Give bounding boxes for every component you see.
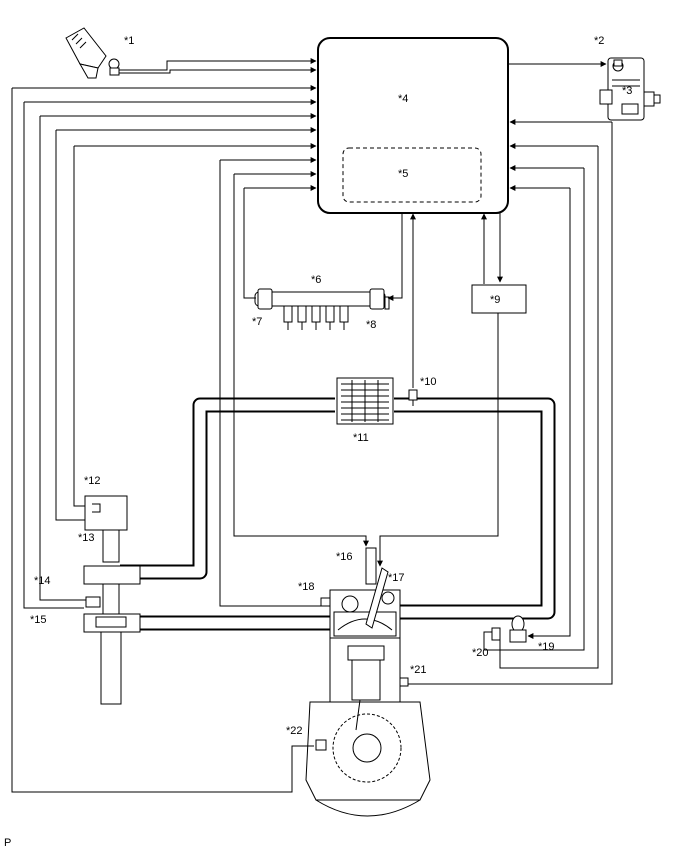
label-1: *1 — [124, 35, 134, 47]
label-8: *8 — [366, 319, 376, 331]
label-16: *16 — [336, 551, 353, 563]
module-box-9 — [471, 284, 527, 314]
accelerator-pedal-icon — [65, 27, 120, 79]
valve-19-icon — [491, 615, 527, 643]
label-15: *15 — [30, 614, 47, 626]
callout-labels: *1 *2 *3 *4 *5 *6 *7 *8 *9 *10 *11 *12 *… — [4, 35, 632, 849]
label-3: *3 — [622, 85, 632, 97]
label-4: *4 — [398, 93, 408, 105]
label-17: *17 — [388, 572, 405, 584]
label-10: *10 — [420, 376, 437, 388]
label-22: *22 — [286, 725, 303, 737]
label-21: *21 — [410, 664, 427, 676]
label-13: *13 — [78, 532, 95, 544]
label-14: *14 — [34, 575, 51, 587]
signal-wiring — [11, 58, 613, 793]
footer-code: P — [4, 837, 11, 849]
label-18: *18 — [298, 581, 315, 593]
label-6: *6 — [311, 274, 321, 286]
common-rail-icon — [254, 288, 390, 330]
intercooler-icon — [336, 377, 394, 425]
label-2: *2 — [594, 35, 604, 47]
ecu-inner-module — [342, 147, 482, 203]
air-intake-pipe — [120, 397, 556, 631]
label-5: *5 — [398, 168, 408, 180]
engine-block-icon — [305, 547, 431, 817]
label-20: *20 — [472, 647, 489, 659]
label-11: *11 — [353, 432, 369, 444]
label-7: *7 — [252, 316, 262, 328]
supply-pump-icon — [599, 57, 661, 121]
label-9: *9 — [490, 294, 500, 306]
turbo-assembly-icon — [83, 495, 141, 705]
label-19: *19 — [538, 641, 555, 653]
sensor-10-icon — [408, 389, 418, 406]
engine-ecu — [317, 37, 509, 214]
label-12: *12 — [84, 475, 101, 487]
